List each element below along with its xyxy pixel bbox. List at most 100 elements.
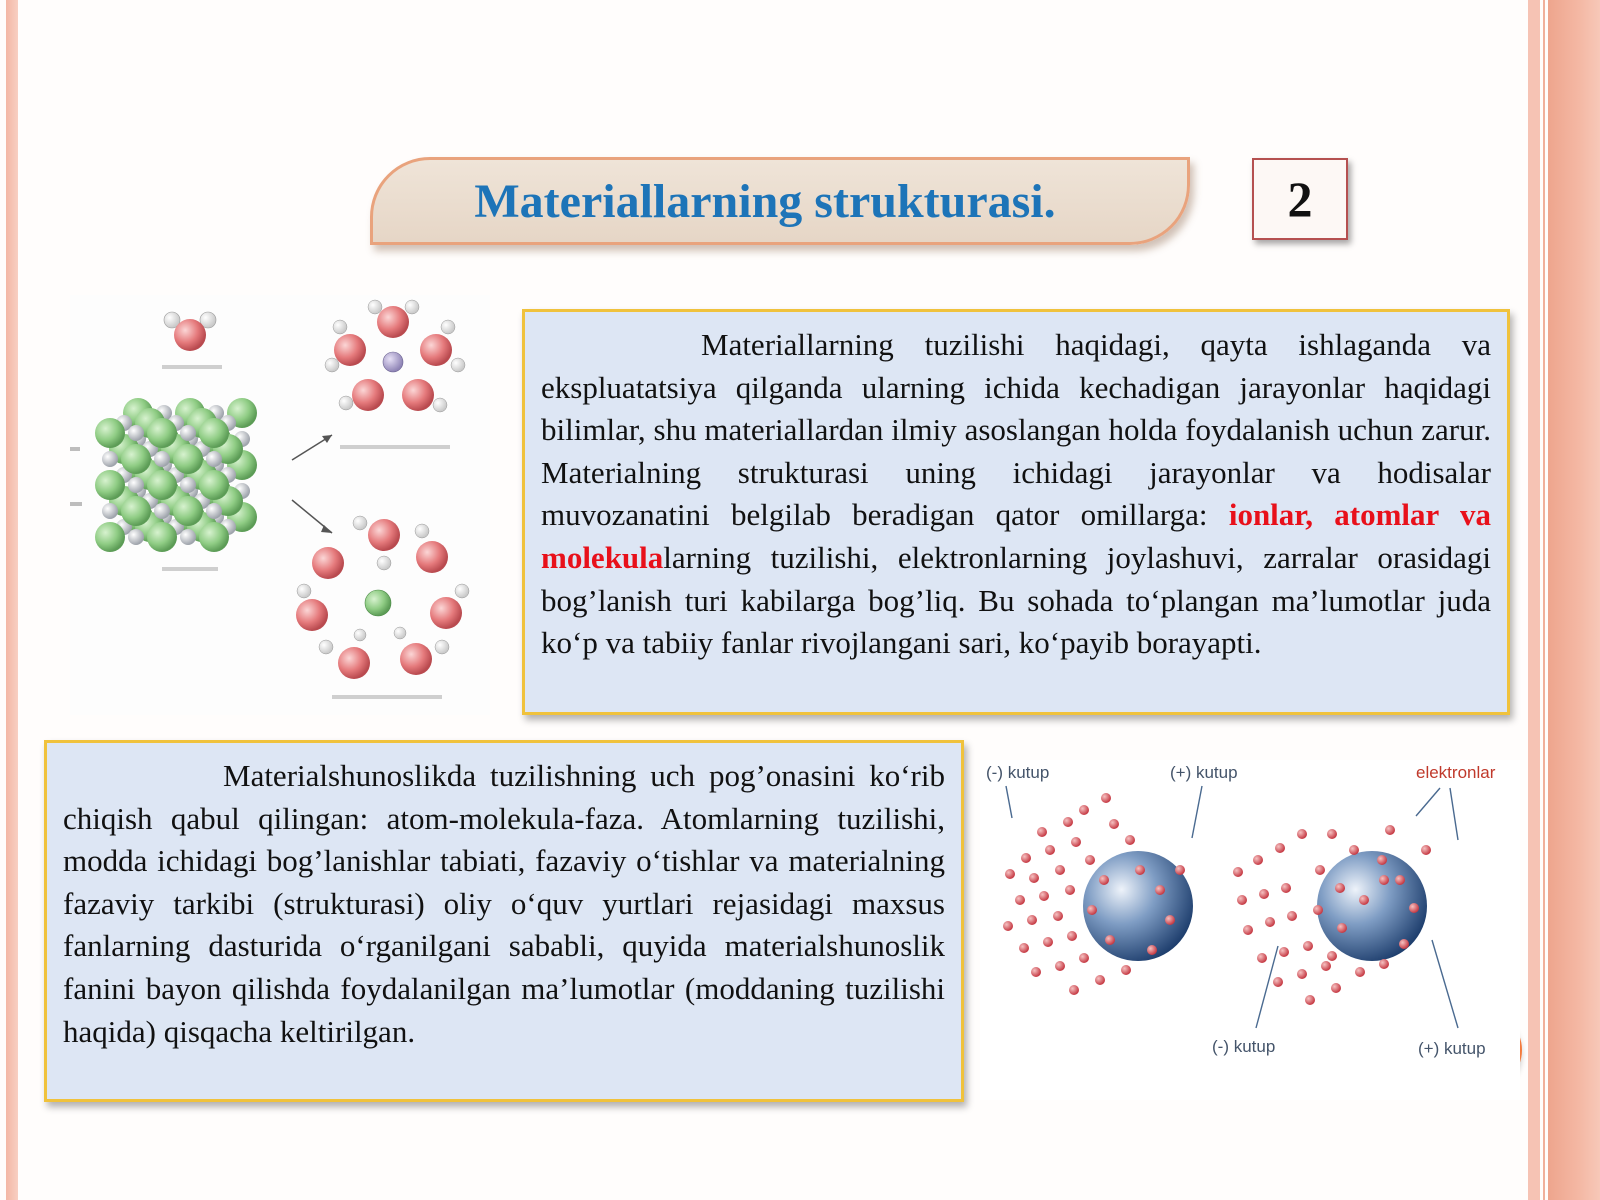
electron — [1015, 895, 1025, 905]
electron — [1321, 961, 1331, 971]
electron — [1037, 827, 1047, 837]
slide-number: 2 — [1252, 158, 1348, 240]
chlorine-atom — [121, 444, 151, 474]
ion-hydration-svg — [70, 299, 470, 699]
hydrated-sodium-ion — [324, 299, 466, 449]
electron — [1265, 917, 1275, 927]
electron — [1327, 951, 1337, 961]
sodium-atom — [128, 477, 144, 493]
sodium-atom — [102, 451, 118, 467]
plus-pole-bottom-label: (+) kutup — [1418, 1039, 1486, 1058]
atom-polarization-illustration: (-) kutup (+) kutup elektronlar (-) kutu… — [980, 760, 1520, 1100]
right-frame-stripe — [1528, 0, 1540, 1200]
electron — [1253, 855, 1263, 865]
paragraph2-text: Materialshunoslikda tuzilishning uch pog… — [63, 758, 945, 1049]
electron — [1331, 983, 1341, 993]
electron — [1233, 867, 1243, 877]
electron — [1069, 985, 1079, 995]
electron — [1399, 939, 1409, 949]
atom-polarization-svg: (-) kutup (+) kutup elektronlar (-) kutu… — [986, 763, 1496, 1058]
electron — [1027, 915, 1037, 925]
electron — [1085, 855, 1095, 865]
sodium-atom — [180, 477, 196, 493]
electron — [1273, 977, 1283, 987]
chlorine-atom — [121, 496, 151, 526]
electron — [1359, 895, 1369, 905]
electron — [1327, 829, 1337, 839]
chlorine-atom — [147, 418, 177, 448]
electron — [1349, 845, 1359, 855]
electron — [1243, 925, 1253, 935]
electron — [1063, 817, 1073, 827]
electron — [1095, 975, 1105, 985]
electron — [1039, 891, 1049, 901]
sodium-atom — [180, 425, 196, 441]
chlorine-atom — [147, 522, 177, 552]
electron — [1303, 941, 1313, 951]
chlorine-atom — [95, 418, 125, 448]
electron — [1279, 947, 1289, 957]
electron — [1087, 905, 1097, 915]
electron — [1379, 959, 1389, 969]
electron — [1237, 895, 1247, 905]
electron — [1395, 875, 1405, 885]
electron — [1385, 825, 1395, 835]
electron — [1175, 865, 1185, 875]
sodium-atom — [102, 503, 118, 519]
electron — [1315, 865, 1325, 875]
electron — [1029, 873, 1039, 883]
electron — [1065, 885, 1075, 895]
sodium-atom — [206, 451, 222, 467]
electrons-label: elektronlar — [1416, 763, 1496, 782]
electron — [1031, 967, 1041, 977]
electron — [1125, 835, 1135, 845]
electron — [1053, 911, 1063, 921]
paragraph1-text-end: larning tuzilishi, elektronlarning joyla… — [541, 539, 1491, 661]
electron — [1005, 869, 1015, 879]
electron — [1297, 969, 1307, 979]
sodium-atom — [128, 425, 144, 441]
electron — [1259, 889, 1269, 899]
electron — [1377, 855, 1387, 865]
structure-description-box: Materiallarning tuzilishi haqidagi, qayt… — [522, 309, 1510, 715]
chlorine-atom — [199, 418, 229, 448]
electron — [1055, 961, 1065, 971]
electron — [1019, 943, 1029, 953]
pointer-arrows — [1005, 785, 1459, 1029]
electron — [1067, 931, 1077, 941]
electron — [1355, 967, 1365, 977]
minus-pole-top-label: (-) kutup — [986, 763, 1049, 782]
electron — [1409, 903, 1419, 913]
right-frame-line — [1543, 0, 1545, 1200]
structure-levels-box: Materialshunoslikda tuzilishning uch pog… — [44, 740, 964, 1102]
electron — [1099, 875, 1109, 885]
chlorine-atom — [95, 522, 125, 552]
electron — [1079, 953, 1089, 963]
electron — [1305, 995, 1315, 1005]
electron — [1135, 865, 1145, 875]
electron — [1071, 837, 1081, 847]
electron — [1105, 935, 1115, 945]
electron — [1155, 885, 1165, 895]
electron — [1165, 915, 1175, 925]
electron — [1287, 911, 1297, 921]
electron — [1147, 945, 1157, 955]
chlorine-atom — [173, 444, 203, 474]
hydrated-chloride-ion — [296, 515, 470, 699]
left-frame-stripe — [6, 0, 18, 1200]
electron — [1335, 883, 1345, 893]
chlorine-atom — [199, 522, 229, 552]
atom-left — [1083, 851, 1193, 961]
electron — [1275, 843, 1285, 853]
electron — [1101, 793, 1111, 803]
sodium-atom — [154, 503, 170, 519]
electron — [1257, 953, 1267, 963]
electron — [1055, 865, 1065, 875]
electron — [1109, 819, 1119, 829]
nacl-crystal — [95, 398, 257, 552]
electron — [1043, 937, 1053, 947]
electron — [1121, 965, 1131, 975]
minus-pole-bottom-label: (-) kutup — [1212, 1037, 1275, 1056]
chlorine-atom — [173, 496, 203, 526]
sodium-atom — [180, 529, 196, 545]
